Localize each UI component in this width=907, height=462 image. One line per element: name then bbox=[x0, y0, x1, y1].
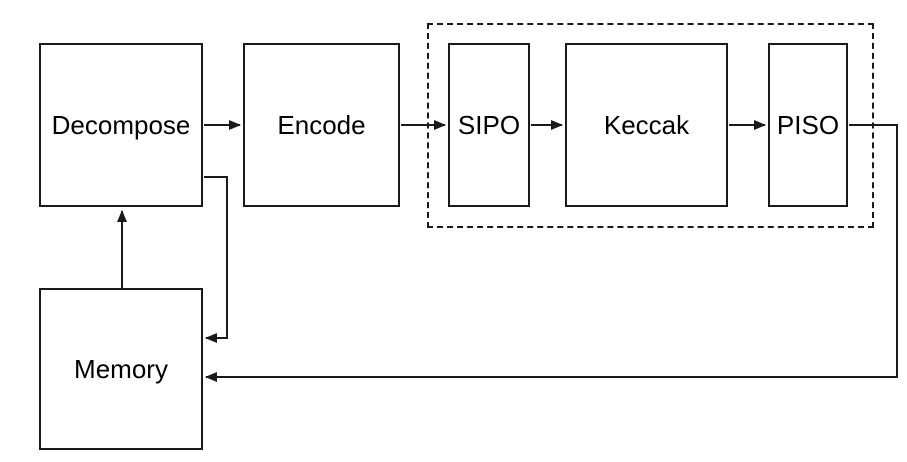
node-sipo: SIPO bbox=[448, 43, 530, 207]
node-decompose-label: Decompose bbox=[51, 110, 191, 140]
node-sipo-label: SIPO bbox=[457, 110, 521, 140]
node-encode: Encode bbox=[243, 43, 400, 207]
node-memory: Memory bbox=[39, 288, 203, 450]
node-decompose: Decompose bbox=[39, 43, 203, 207]
node-keccak-label: Keccak bbox=[603, 110, 690, 140]
edge-decompose-memory bbox=[204, 176, 228, 343]
node-piso-label: PISO bbox=[776, 110, 840, 140]
node-encode-label: Encode bbox=[277, 110, 366, 140]
node-piso: PISO bbox=[768, 43, 848, 207]
node-keccak: Keccak bbox=[565, 43, 728, 207]
node-memory-label: Memory bbox=[74, 354, 168, 384]
dashed-group-keccak-core bbox=[427, 23, 874, 228]
